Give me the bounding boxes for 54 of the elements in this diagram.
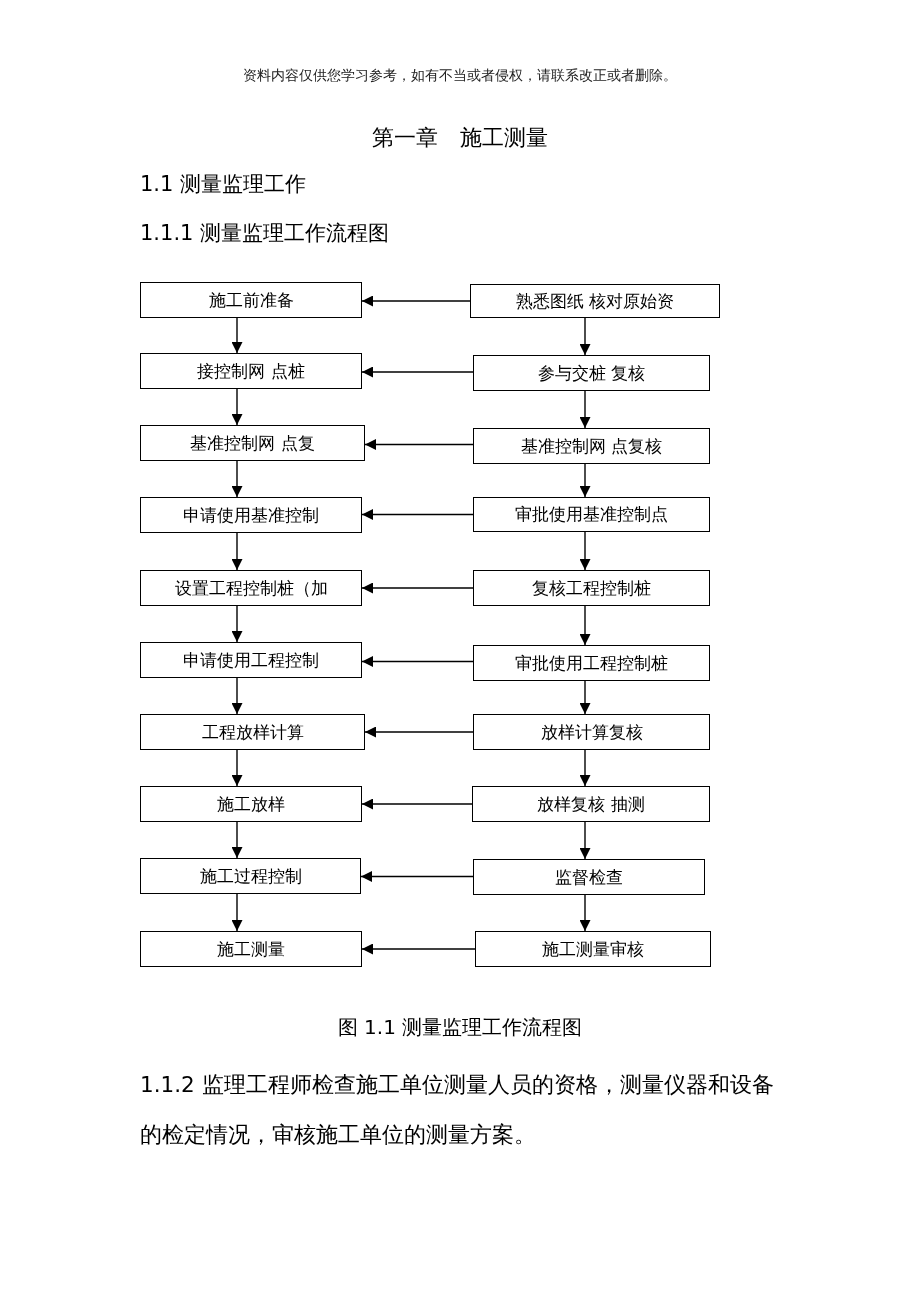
arrow	[579, 317, 591, 356]
process-box: 施工过程控制	[140, 858, 361, 894]
arrow	[579, 821, 591, 860]
body-paragraph: 1.1.2 监理工程师检查施工单位测量人员的资格，测量仪器和设备的检定情况，审核施工单位的测量方案。	[140, 1071, 775, 1149]
arrow	[231, 460, 243, 498]
subsection-heading: 1.1.1 测量监理工作流程图	[140, 220, 390, 247]
arrow	[364, 439, 474, 450]
process-box: 监督检查	[473, 859, 705, 895]
process-box: 施工前准备	[140, 282, 362, 318]
arrow	[361, 295, 471, 307]
arrow	[231, 677, 243, 715]
arrow	[231, 388, 243, 426]
arrow	[361, 943, 476, 955]
arrow	[231, 821, 243, 859]
arrow	[231, 749, 243, 787]
process-box: 工程放样计算	[140, 714, 365, 750]
process-box: 设置工程控制桩（加	[140, 570, 362, 606]
arrow	[579, 680, 591, 715]
process-box: 复核工程控制桩	[473, 570, 710, 606]
arrow	[361, 656, 474, 667]
process-box: 基准控制网 点复	[140, 425, 365, 461]
process-box: 基准控制网 点复核	[473, 428, 710, 464]
arrow	[579, 463, 591, 498]
arrow	[579, 531, 591, 571]
process-box: 接控制网 点桩	[140, 353, 362, 389]
arrow	[579, 749, 591, 787]
arrow	[361, 798, 473, 810]
arrow	[361, 509, 474, 520]
process-box: 审批使用工程控制桩	[473, 645, 710, 681]
process-box: 施工测量审核	[475, 931, 711, 967]
process-box: 放样复核 抽测	[472, 786, 710, 822]
arrow	[231, 893, 243, 932]
process-box: 参与交桩 复核	[473, 355, 710, 391]
process-box: 施工放样	[140, 786, 362, 822]
process-box: 申请使用基准控制	[140, 497, 362, 533]
arrow	[579, 894, 591, 932]
process-box: 施工测量	[140, 931, 362, 967]
arrow	[579, 390, 591, 429]
figure-caption: 图 1.1 测量监理工作流程图	[336, 1014, 584, 1041]
arrow	[231, 532, 243, 571]
process-box: 放样计算复核	[473, 714, 710, 750]
arrow	[231, 605, 243, 643]
process-box: 申请使用工程控制	[140, 642, 362, 678]
arrow	[361, 582, 474, 594]
arrow	[364, 726, 474, 738]
section-heading: 1.1 测量监理工作	[140, 171, 307, 198]
chapter-title: 第一章 施工测量	[371, 124, 549, 152]
process-box: 审批使用基准控制点	[473, 497, 710, 532]
arrow	[361, 366, 474, 378]
process-box: 熟悉图纸 核对原始资	[470, 284, 720, 318]
arrow	[579, 605, 591, 646]
arrow	[231, 317, 243, 354]
page-header-note: 资料内容仅供您学习参考，如有不当或者侵权，请联系改正或者删除。	[242, 67, 678, 85]
arrow	[360, 871, 474, 882]
